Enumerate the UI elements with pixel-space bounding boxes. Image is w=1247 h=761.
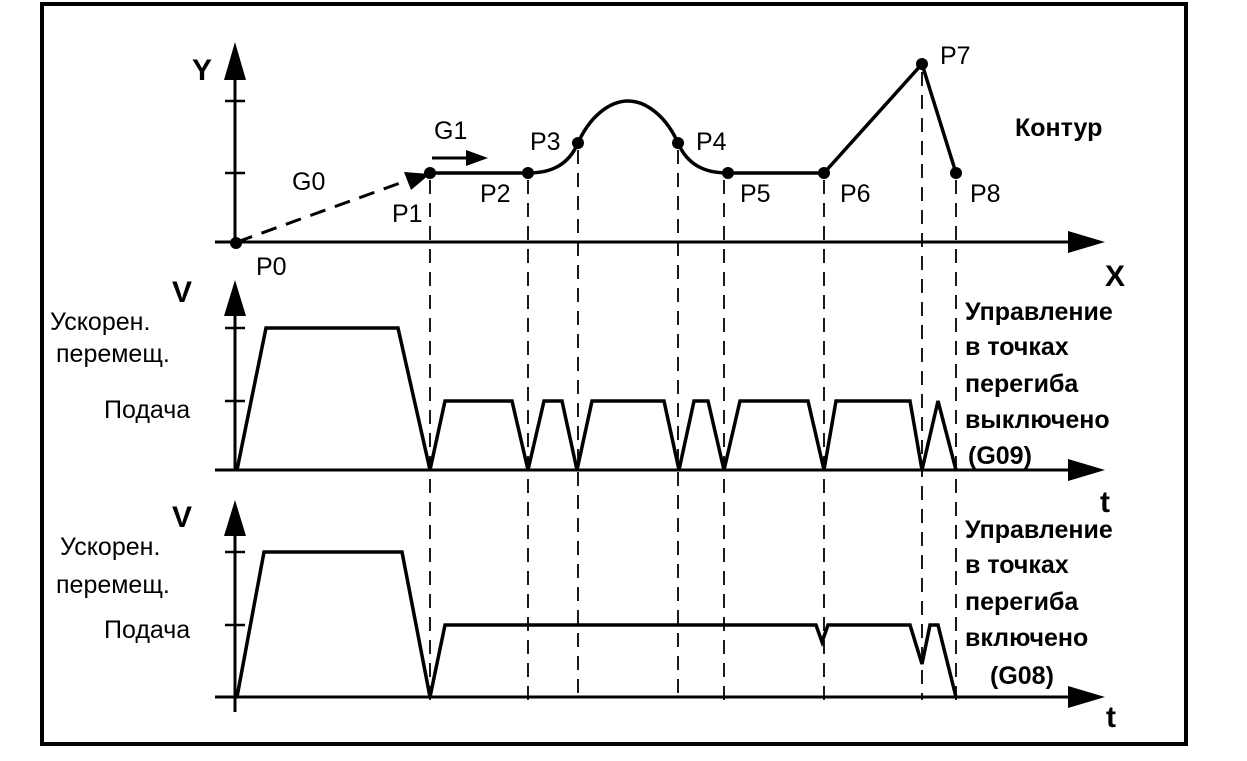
point-label-p6: P6: [840, 180, 871, 208]
g08-caption: в точках: [965, 551, 1069, 579]
point-label-p7: P7: [940, 42, 971, 70]
g09-rapid-label: перемещ.: [56, 340, 170, 368]
point-label-p4: P4: [696, 128, 727, 156]
g09-t-axis-label: t: [1100, 486, 1110, 519]
guide-lines: [429, 72, 957, 700]
contour-section: Y X Контур G0 G1 P0 P1 P2 P3 P4 P5 P6 P7…: [192, 42, 1125, 293]
contour-title: Контур: [1015, 114, 1102, 142]
diagram-frame: [40, 2, 1188, 746]
contour-y-axis-label: Y: [192, 54, 212, 87]
g08-v-axis-label: V: [172, 501, 192, 534]
g08-t-axis-label: t: [1106, 701, 1116, 734]
g09-caption: (G09): [968, 442, 1032, 470]
g09-caption: выключено: [965, 406, 1110, 434]
g09-caption: перегиба: [965, 370, 1079, 398]
point-p7: [916, 58, 928, 70]
point-p4: [672, 137, 684, 149]
g09-caption: Управление: [965, 298, 1113, 326]
g09-velocity-profile: [235, 326, 958, 471]
g08-t-arrow: [1068, 686, 1105, 708]
g08-caption: Управление: [965, 516, 1113, 544]
point-p6: [818, 167, 830, 179]
g09-caption: в точках: [965, 333, 1069, 361]
g08-v-arrow: [224, 500, 246, 536]
point-p0: [230, 237, 242, 249]
feed-direction-arrow: [466, 150, 488, 166]
profile-g09-section: V t Ускорен. перемещ. Подача Управление …: [50, 276, 1113, 519]
g08-feed-label: Подача: [104, 616, 190, 644]
g08-caption: включено: [965, 624, 1088, 652]
g09-v-axis-label: V: [172, 276, 192, 309]
point-label-p2: P2: [480, 180, 511, 208]
point-label-p5: P5: [740, 180, 771, 208]
point-label-p8: P8: [970, 180, 1001, 208]
point-p5: [722, 167, 734, 179]
g09-t-arrow: [1068, 459, 1105, 481]
rapid-move-label: G0: [292, 168, 325, 196]
point-p8: [950, 167, 962, 179]
point-p1: [424, 167, 436, 179]
g09-v-arrow: [224, 280, 246, 316]
rapid-move-arrow: [404, 172, 430, 190]
point-p3: [572, 137, 584, 149]
feed-label: G1: [434, 117, 467, 145]
point-label-p0: P0: [256, 253, 287, 281]
g08-rapid-label: Ускорен.: [60, 533, 160, 561]
g08-caption: (G08): [990, 662, 1054, 690]
contour-path: [430, 62, 958, 175]
contour-y-arrow: [224, 42, 246, 80]
g08-caption: перегиба: [965, 588, 1079, 616]
rapid-move-path: [236, 176, 415, 244]
point-p2: [522, 167, 534, 179]
profile-g08-section: V t Ускорен. перемещ. Подача Управление …: [56, 500, 1116, 734]
point-label-p3: P3: [530, 128, 561, 156]
g09-rapid-label: Ускорен.: [50, 308, 150, 336]
g08-velocity-profile: [235, 550, 958, 698]
contour-x-axis-label: X: [1105, 260, 1125, 293]
g09-feed-label: Подача: [104, 396, 190, 424]
g08-rapid-label: перемещ.: [56, 571, 170, 599]
contour-x-arrow: [1068, 231, 1105, 253]
point-label-p1: P1: [392, 200, 423, 228]
